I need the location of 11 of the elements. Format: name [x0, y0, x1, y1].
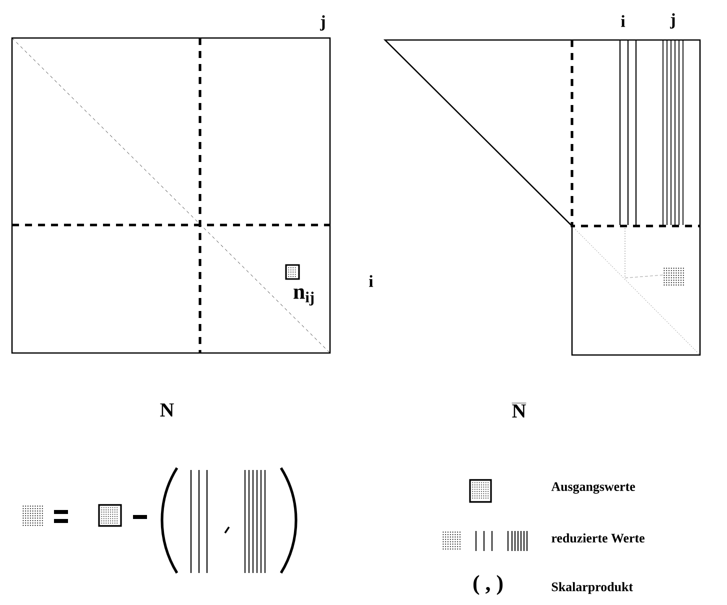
label: N — [512, 402, 526, 418]
label: N — [160, 403, 174, 416]
label: i — [621, 15, 626, 27]
label: j — [320, 15, 325, 31]
legend-text: Ausgangswerte — [551, 482, 636, 494]
label: n$_{ij}$ — [294, 288, 314, 306]
label: j — [670, 13, 675, 29]
label: i — [369, 275, 374, 287]
legend-text: Skalarprodukt — [552, 582, 633, 594]
legend-text: reduzierte Werte — [552, 533, 644, 543]
label: ( , ) — [473, 575, 503, 595]
